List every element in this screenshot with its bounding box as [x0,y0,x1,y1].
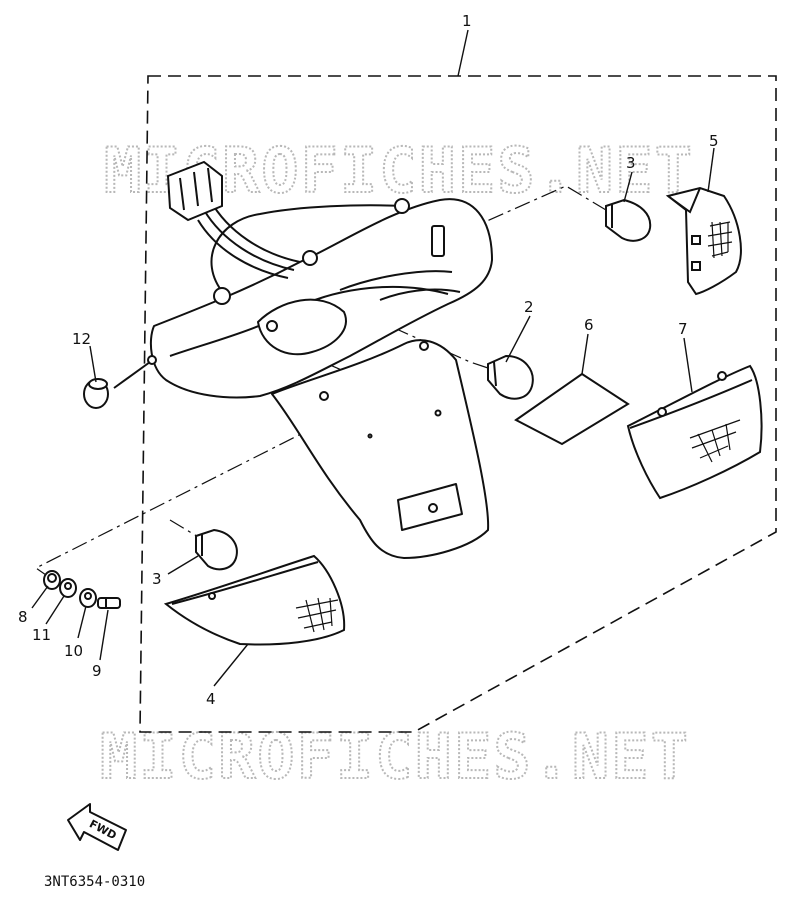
lens-upper-right [665,186,742,296]
callout-9: 9 [92,662,102,680]
callout-3-lower: 3 [152,570,162,588]
lens-right [626,364,763,500]
callout-5: 5 [709,132,719,150]
fwd-arrow-icon [67,803,127,851]
callout-10: 10 [64,642,83,660]
callout-6: 6 [584,316,594,334]
hardware-set [43,570,121,609]
wiring-harness [197,198,410,305]
diagram-code: 3NT6354-0310 [44,874,145,890]
lens-lower-left [163,554,346,646]
callout-7: 7 [678,320,688,338]
callout-11: 11 [32,626,51,644]
callout-leaders [31,29,715,687]
bulb-lower [195,528,238,571]
connector-plug [166,160,223,222]
watermark-bottom: MICROFICHES.NET [100,720,690,793]
assembly-outline [139,75,777,733]
callout-4: 4 [206,690,216,708]
bulb-stop [487,354,534,400]
bulb-upper [605,198,652,242]
callout-8: 8 [18,608,28,626]
callout-1: 1 [462,12,472,30]
grommet [83,361,151,409]
callout-2: 2 [524,298,534,316]
callout-12: 12 [72,330,91,348]
tail-light-housing [147,198,493,559]
callout-3-upper: 3 [626,154,636,172]
reflector-pad [514,372,630,446]
